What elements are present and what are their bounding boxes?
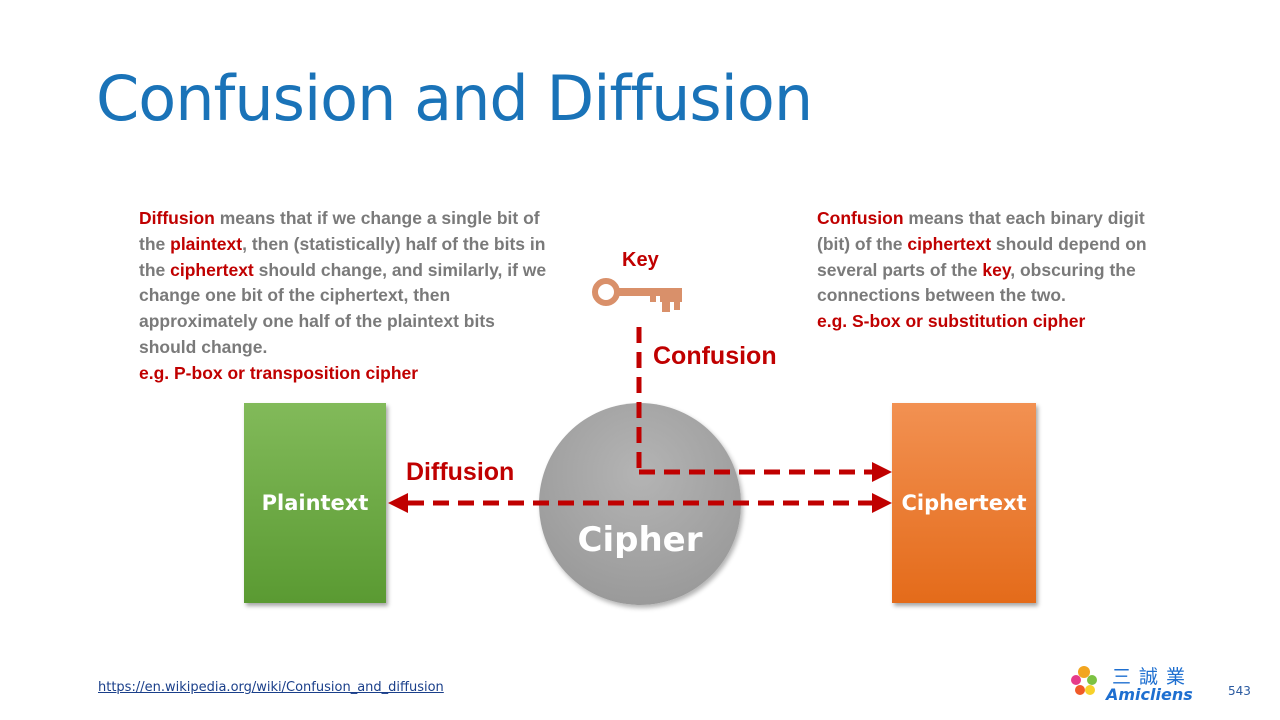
page-number: 543 bbox=[1228, 684, 1251, 698]
plaintext-box: Plaintext bbox=[244, 403, 386, 603]
key-word: key bbox=[982, 259, 1011, 280]
confusion-arrowhead bbox=[872, 462, 892, 482]
diffusion-arrowhead-left bbox=[388, 493, 408, 513]
confusion-text-3: , obscuring the connections between the … bbox=[817, 259, 1136, 306]
confusion-text-1: means that each binary digit (bit) of th… bbox=[817, 208, 1145, 254]
diffusion-text-2: , then (statistically) half of the bits … bbox=[139, 233, 546, 280]
ciphertext-box: Ciphertext bbox=[892, 403, 1036, 603]
flower-logo-icon bbox=[1071, 666, 1097, 695]
confusion-description: Confusion means that each binary digit (… bbox=[817, 206, 1162, 335]
source-link[interactable]: https://en.wikipedia.org/wiki/Confusion_… bbox=[98, 680, 444, 695]
diffusion-arrowhead-right bbox=[872, 493, 892, 513]
key-icon bbox=[592, 278, 682, 312]
confusion-text-2: should depend on several parts of the bbox=[817, 233, 1147, 280]
ciphertext-label: Ciphertext bbox=[901, 491, 1027, 515]
diffusion-label: Diffusion bbox=[406, 458, 515, 486]
plaintext-word: plaintext bbox=[170, 233, 243, 254]
confusion-term: Confusion bbox=[817, 208, 904, 228]
ciphertext-word: ciphertext bbox=[170, 259, 254, 280]
confusion-label: Confusion bbox=[653, 342, 777, 370]
diffusion-term: Diffusion bbox=[139, 208, 215, 228]
diffusion-text-1: means that if we change a single bit of … bbox=[139, 208, 540, 254]
diffusion-description: Diffusion means that if we change a sing… bbox=[139, 206, 549, 387]
key-label: Key bbox=[622, 249, 659, 271]
logo-chinese-text: 三誠業 bbox=[1112, 666, 1194, 688]
slide-title: Confusion and Diffusion bbox=[96, 62, 813, 135]
diffusion-example: e.g. P-box or transposition cipher bbox=[139, 362, 419, 383]
cipher-label: Cipher bbox=[577, 520, 703, 560]
logo-english-text: Amicliens bbox=[1106, 685, 1193, 704]
ciphertext-word: ciphertext bbox=[907, 233, 992, 254]
diffusion-text-3: should change, and similarly, if we chan… bbox=[139, 259, 547, 357]
confusion-example: e.g. S-box or substitution cipher bbox=[817, 311, 1086, 332]
plaintext-label: Plaintext bbox=[261, 491, 369, 515]
